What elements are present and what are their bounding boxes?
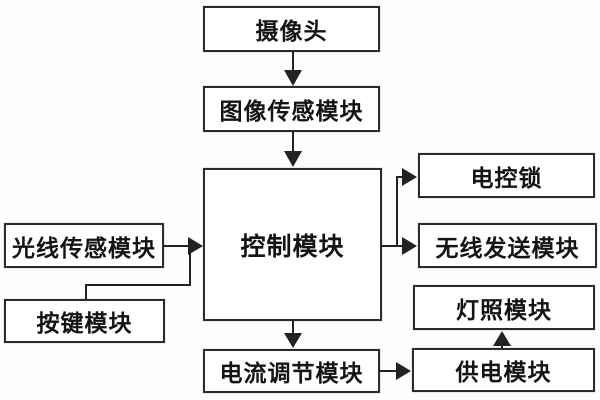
edge-control-to-wireless-transmit [381,237,417,255]
edge-camera-to-image-sensor [284,52,302,86]
edge-image-sensor-to-control [284,132,302,167]
edge-light-sensor-to-control [164,237,203,255]
node-current-regulator-module: 电流调节模块 [203,349,380,393]
node-camera: 摄像头 [203,6,380,52]
arrowhead-down-icon [284,333,302,348]
edge-power-supply-to-lighting [493,331,511,348]
arrowhead-down-icon [284,151,302,167]
node-image-sensor-module: 图像传感模块 [203,86,380,132]
edge-current-regulator-to-power-supply [380,362,411,380]
edge-control-to-current-regulator [284,321,302,348]
arrowhead-right-icon [402,168,417,186]
arrowhead-up-icon [493,331,511,346]
arrowhead-right-icon [188,237,203,255]
node-power-supply-module: 供电模块 [412,348,595,392]
node-button-module: 按键模块 [4,299,165,343]
edge-button-to-control [85,247,191,299]
edge-control-to-electric-lock [381,168,417,247]
node-electric-lock: 电控锁 [418,153,595,198]
arrowhead-right-icon [402,237,417,255]
node-light-sensor-module: 光线传感模块 [4,223,164,268]
arrowhead-right-icon [396,362,411,380]
arrowhead-down-icon [284,70,302,86]
node-control-module: 控制模块 [203,168,382,321]
node-lighting-module: 灯照模块 [413,285,595,330]
node-wireless-transmit-module: 无线发送模块 [418,223,597,268]
